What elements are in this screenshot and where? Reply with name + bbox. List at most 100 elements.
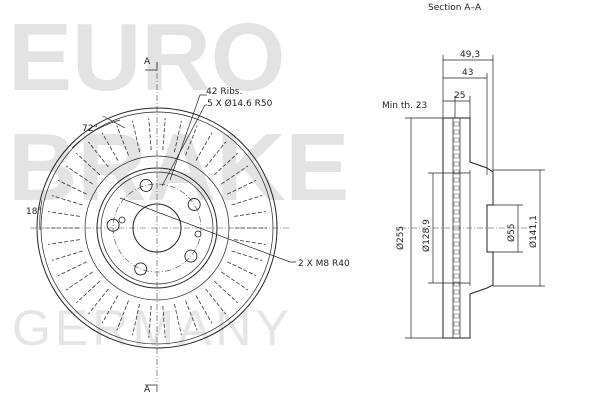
section-mark-bottom: A (144, 385, 151, 395)
bolt-hole (184, 249, 198, 263)
vent-mark (453, 177, 460, 183)
vent-rib (162, 305, 166, 338)
leader-small-holes (119, 197, 296, 263)
vent-rib (51, 195, 83, 206)
vent-rib (162, 118, 166, 151)
hat-outer (96, 167, 218, 289)
center-bore (132, 203, 182, 253)
vent-mark (453, 209, 460, 215)
vent-rib (205, 141, 226, 168)
vent-rib (195, 132, 213, 161)
vent-rib (174, 303, 182, 336)
vent-rib (51, 250, 83, 261)
holes-note: 5 X Ø14.6 R50 (207, 98, 273, 109)
vent-rib (213, 280, 238, 304)
section-title: Section A–A (428, 3, 482, 13)
vent-mark (453, 305, 460, 311)
threaded-hole (118, 216, 126, 224)
friction-ring-inner (84, 155, 230, 301)
vent-rib (148, 305, 152, 338)
vent-rib (185, 125, 198, 156)
bolt-hole (139, 178, 153, 192)
bolt-holes (106, 178, 202, 276)
dim-25: 25 (454, 91, 465, 101)
bolt-hole (187, 198, 201, 211)
vent-mark (453, 297, 460, 303)
leader-holes-line (161, 104, 206, 187)
watermark-euro: EURO (8, 4, 285, 111)
vent-rib (88, 141, 109, 168)
dim-49-3: 49,3 (460, 50, 480, 60)
vent-rib (231, 195, 263, 206)
watermark-brake: BRAKE (8, 114, 349, 221)
dia-128-9: Ø128,9 (421, 219, 432, 252)
vent-rib (48, 239, 80, 245)
dia-55: Ø55 (506, 223, 517, 242)
vent-rib (148, 118, 152, 151)
vent-mark (453, 153, 460, 159)
vent-mark (453, 313, 460, 319)
vent-rib (231, 250, 263, 261)
vent-rib (185, 300, 198, 331)
section-arrow-top (145, 62, 158, 71)
vent-rib (227, 261, 257, 277)
vent-rib (205, 288, 226, 315)
angle-arc-18 (39, 199, 43, 231)
vent-ribs (47, 118, 267, 338)
vent-rib (57, 261, 87, 277)
small-holes-note: 2 X M8 R40 (298, 259, 350, 269)
vent-mark (453, 289, 460, 295)
vent-rib (101, 295, 119, 324)
vent-rib (65, 165, 93, 185)
dia-255: Ø255 (395, 226, 406, 250)
vent-mark (453, 265, 460, 271)
dia-141-1: Ø141,1 (528, 215, 539, 248)
vent-rib (101, 132, 119, 161)
angle-arc-72 (71, 119, 121, 149)
vent-rib (227, 179, 257, 195)
front-view: A A 42 Ribs. 5 X Ø14.6 R50 2 X M8 R40 72… (26, 57, 350, 395)
vent-rib (88, 288, 109, 315)
vent-marks (453, 121, 460, 335)
vent-rib (221, 271, 249, 291)
vent-mark (453, 233, 460, 239)
vent-rib (76, 152, 101, 176)
vent-mark (453, 321, 460, 327)
section-arrow-bottom (145, 384, 158, 392)
vent-rib (234, 211, 266, 217)
vent-rib (116, 300, 129, 331)
bolt-hole (134, 262, 148, 276)
disc-outer-inner-edge (40, 111, 274, 345)
vent-mark (453, 329, 460, 335)
vent-rib (174, 120, 182, 153)
vent-mark (453, 185, 460, 191)
vent-rib (116, 125, 129, 156)
min-thickness-label: Min th. 23 (382, 101, 427, 111)
angle-label-72: 72° (82, 124, 98, 134)
bolt-circle (112, 183, 202, 273)
vent-mark (453, 121, 460, 127)
vent-mark (453, 249, 460, 255)
vent-mark (453, 161, 460, 167)
vent-rib (48, 211, 80, 217)
angle-tick-72 (102, 115, 126, 129)
vent-mark (453, 241, 460, 247)
angle-label-18: 18° (26, 207, 42, 217)
watermark-germany: GERMANY (12, 300, 293, 356)
vent-mark (453, 137, 460, 143)
vent-rib (132, 120, 140, 153)
vent-mark (453, 273, 460, 279)
section-view: Section A–A Min th. 23 49,3 43 25 (382, 3, 545, 339)
vent-mark (453, 145, 460, 151)
vent-mark (453, 193, 460, 199)
vent-mark (453, 129, 460, 135)
hat-inner (100, 171, 214, 285)
vent-mark (453, 169, 460, 175)
vent-rib (213, 152, 238, 176)
vent-rib (65, 271, 93, 291)
threaded-hole (194, 230, 202, 238)
ribs-note: 42 Ribs. (206, 87, 242, 97)
vent-mark (453, 217, 460, 223)
vent-rib (234, 239, 266, 245)
